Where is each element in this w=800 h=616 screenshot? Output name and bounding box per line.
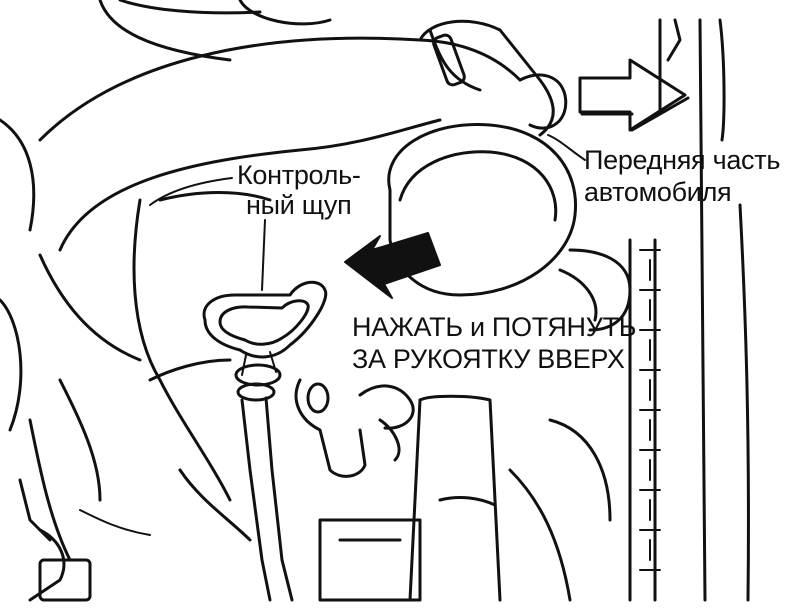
- instruction-label-line1: НАЖАТЬ и ПОТЯНУТЬ: [352, 312, 637, 342]
- dipstick: [202, 280, 328, 602]
- filler-housing: [387, 122, 578, 297]
- dipstick-label-line2: ный щуп: [246, 190, 352, 220]
- dipstick-leader: [261, 219, 266, 291]
- dipstick-label-line1: Контроль-: [237, 160, 361, 190]
- radiator: [628, 18, 750, 602]
- intake-hose: [38, 36, 522, 142]
- air-duct: [418, 19, 555, 137]
- pull-arrow-icon: [344, 232, 441, 299]
- front-label-line2: автомобиля: [584, 177, 732, 207]
- front-arrow-icon: [578, 58, 690, 132]
- front-label-line1: Передняя часть: [584, 145, 781, 175]
- instruction-label-line2: ЗА РУКОЯТКУ ВВЕРХ: [352, 344, 625, 374]
